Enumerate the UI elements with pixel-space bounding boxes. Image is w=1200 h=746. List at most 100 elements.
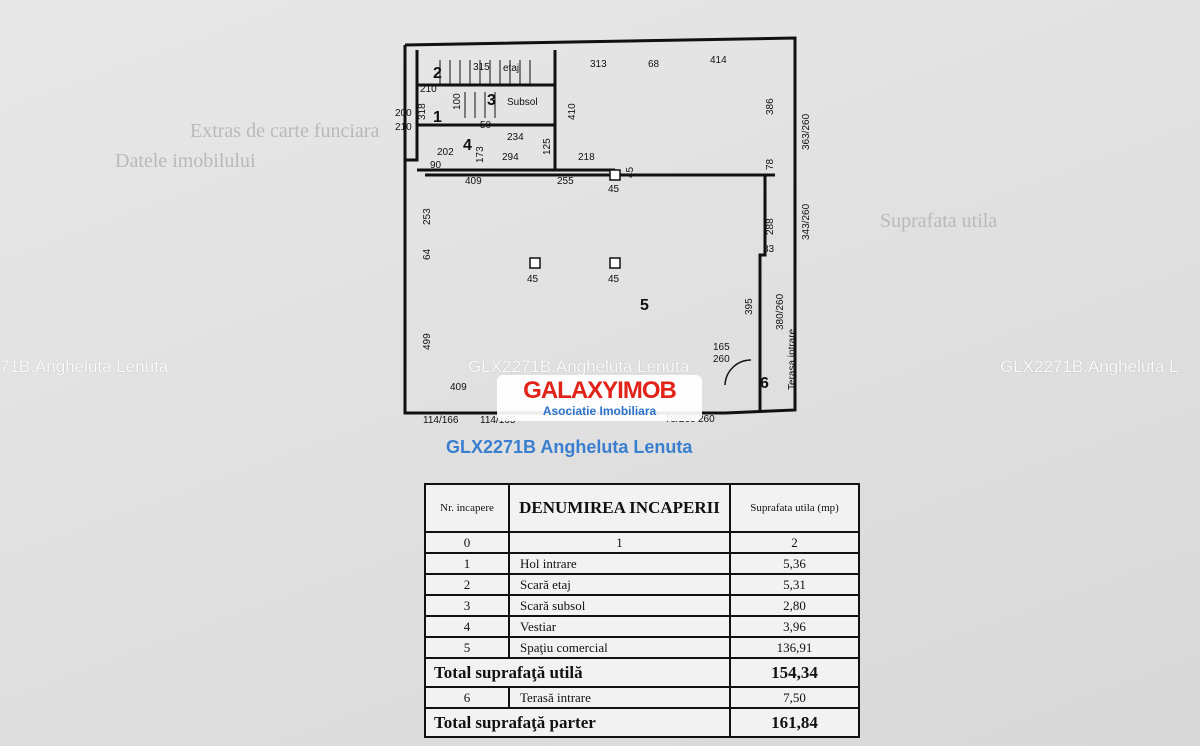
dim-288: 288 [765, 218, 776, 235]
row-area: 7,50 [729, 686, 860, 709]
row-nr: 4 [424, 615, 510, 638]
floor-plan: 315 313 68 414 318 100 410 386 363/260 2… [395, 30, 812, 426]
watermark-center: GLX2271B.Angheluta Lenuta [468, 357, 690, 376]
watermark-right: GLX2271B.Angheluta L [1000, 357, 1179, 376]
background-text-1: Extras de carte funciara [190, 120, 380, 142]
dim-386: 386 [765, 98, 776, 115]
room-5-number: 5 [640, 297, 649, 314]
floor-plan-drawing: 315 313 68 414 318 100 410 386 363/260 2… [395, 36, 812, 426]
total-util-row: Total suprafaţă utilă 154,34 [424, 657, 860, 688]
dim-210-a: 210 [420, 84, 437, 95]
row-nr: 5 [424, 636, 510, 659]
row-area: 136,91 [729, 636, 860, 659]
dim-202: 202 [437, 147, 454, 158]
dim-114-165: 114/165 [480, 415, 516, 426]
logo-tagline: Asociatie Imobiliara [542, 404, 657, 418]
header-nr: Nr. incapere [424, 483, 510, 533]
index-2: 2 [729, 531, 860, 554]
dim-125: 125 [542, 138, 553, 155]
total-parter-label: Total suprafaţă parter [424, 707, 731, 738]
row-name: Spaţiu comercial [508, 636, 731, 659]
dim-83: 83 [763, 244, 775, 255]
dim-100: 100 [452, 93, 463, 110]
row-name: Terasă intrare [508, 686, 731, 709]
table-row: 3 Scară subsol 2,80 [424, 594, 860, 617]
dim-260-a: 260 [713, 354, 730, 365]
dim-114-166: 114/166 [423, 415, 459, 426]
table-row: 5 Spaţiu comercial 136,91 [424, 636, 860, 659]
dim-499: 499 [422, 333, 433, 350]
dim-409-a: 409 [465, 176, 482, 187]
watermark-left: 71B.Angheluta Lenuta [0, 357, 169, 376]
dim-255: 255 [557, 176, 574, 187]
room-2-number: 2 [433, 65, 442, 82]
table-row: 1 Hol intrare 5,36 [424, 552, 860, 575]
background-text-2: Datele imobilului [115, 150, 256, 172]
header-suprafata: Suprafata utila (mp) [729, 483, 860, 533]
row-name: Vestiar [508, 615, 731, 638]
dim-395: 395 [744, 298, 755, 315]
total-util-value: 154,34 [729, 657, 860, 688]
row-name: Scară subsol [508, 594, 731, 617]
table-row: 2 Scară etaj 5,31 [424, 573, 860, 596]
dim-45-b: 45 [608, 184, 620, 195]
galaxyimob-logo: GALAXYIMOB Asociatie Imobiliara [497, 375, 702, 421]
dim-210-b: 210 [395, 122, 412, 133]
dim-200: 200 [395, 108, 412, 119]
dim-363-260: 363/260 [801, 113, 812, 150]
table-row: 4 Vestiar 3,96 [424, 615, 860, 638]
dim-315: 315 [473, 62, 490, 73]
row-name: Scară etaj [508, 573, 731, 596]
label-subsol: Subsol [507, 97, 538, 108]
dim-45-d: 45 [608, 274, 620, 285]
row-nr: 3 [424, 594, 510, 617]
dim-313: 313 [590, 59, 607, 70]
dim-410: 410 [567, 103, 578, 120]
row-name: Hol intrare [508, 552, 731, 575]
total-parter-value: 161,84 [729, 707, 860, 738]
label-terasa: Terasa intrare [787, 328, 798, 390]
row-nr: 1 [424, 552, 510, 575]
dim-414: 414 [710, 55, 727, 66]
header-denumire: DENUMIREA INCAPERII [508, 483, 731, 533]
row-nr: 2 [424, 573, 510, 596]
label-etaj: etaj [503, 63, 519, 74]
dim-260-b: 260 [698, 414, 715, 425]
row-area: 5,31 [729, 573, 860, 596]
dim-68: 68 [648, 59, 660, 70]
dim-165: 165 [713, 342, 730, 353]
dim-343-260: 343/260 [801, 203, 812, 240]
dim-218: 218 [578, 152, 595, 163]
dim-50: 50 [480, 120, 492, 131]
dim-45-a: 45 [625, 166, 636, 178]
dim-318: 318 [417, 103, 428, 120]
index-0: 0 [424, 531, 510, 554]
dim-234: 234 [507, 132, 524, 143]
dim-78: 78 [765, 158, 776, 170]
dim-173: 173 [475, 146, 486, 163]
dim-253: 253 [422, 208, 433, 225]
table-index-row: 0 1 2 [424, 531, 860, 554]
row-area: 2,80 [729, 594, 860, 617]
room-4-number: 4 [463, 137, 472, 154]
row-area: 3,96 [729, 615, 860, 638]
listing-caption: GLX2271B Angheluta Lenuta [446, 437, 693, 457]
room-3-number: 3 [487, 92, 496, 109]
table-header-row: Nr. incapere DENUMIREA INCAPERII Suprafa… [424, 483, 860, 533]
room-6-number: 6 [760, 375, 769, 392]
dim-45-c: 45 [527, 274, 539, 285]
index-1: 1 [508, 531, 731, 554]
dim-294: 294 [502, 152, 519, 163]
dim-64: 64 [422, 248, 433, 260]
total-util-label: Total suprafaţă utilă [424, 657, 731, 688]
dim-380-260: 380/260 [775, 293, 786, 330]
room-1-number: 1 [433, 109, 442, 126]
logo-brand: GALAXYIMOB [523, 377, 677, 404]
row-area: 5,36 [729, 552, 860, 575]
dim-409-b: 409 [450, 382, 467, 393]
row-nr: 6 [424, 686, 510, 709]
total-parter-row: Total suprafaţă parter 161,84 [424, 707, 860, 738]
background-text-3: Suprafata utila [880, 210, 998, 232]
dim-90: 90 [430, 160, 442, 171]
rooms-table: Nr. incapere DENUMIREA INCAPERII Suprafa… [424, 483, 860, 738]
